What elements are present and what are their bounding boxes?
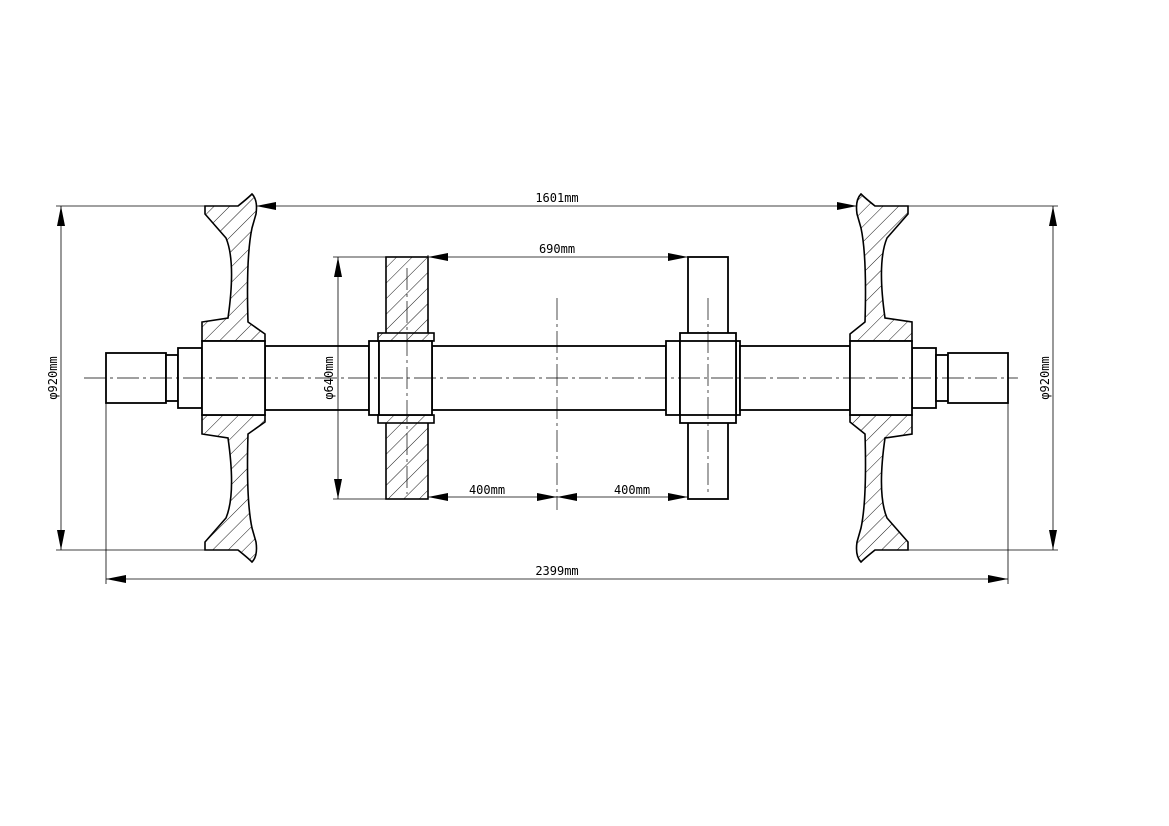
dim-400-right-label: 400mm (614, 483, 650, 497)
disc-left-hub-lower (377, 414, 435, 424)
dim-920-right-label: φ920mm (1038, 356, 1052, 399)
dim-2399-label: 2399mm (535, 564, 578, 578)
wheel-right-upper-section (849, 192, 913, 342)
disc-left-hub-upper (377, 332, 435, 342)
dim-1601-label: 1601mm (535, 191, 578, 205)
dimensions: 1601mm 690mm 2399mm 400mm 400mm φ920mm φ… (46, 191, 1058, 584)
center-lines (84, 268, 1018, 510)
wheel-right-lower-section (849, 414, 913, 564)
dim-640-label: φ640mm (322, 356, 336, 399)
dim-920-left-label: φ920mm (46, 356, 60, 399)
dim-400-left-label: 400mm (469, 483, 505, 497)
wheel-left-upper-section (201, 192, 266, 342)
wheel-left-lower-section (201, 414, 266, 564)
dim-690-label: 690mm (539, 242, 575, 256)
